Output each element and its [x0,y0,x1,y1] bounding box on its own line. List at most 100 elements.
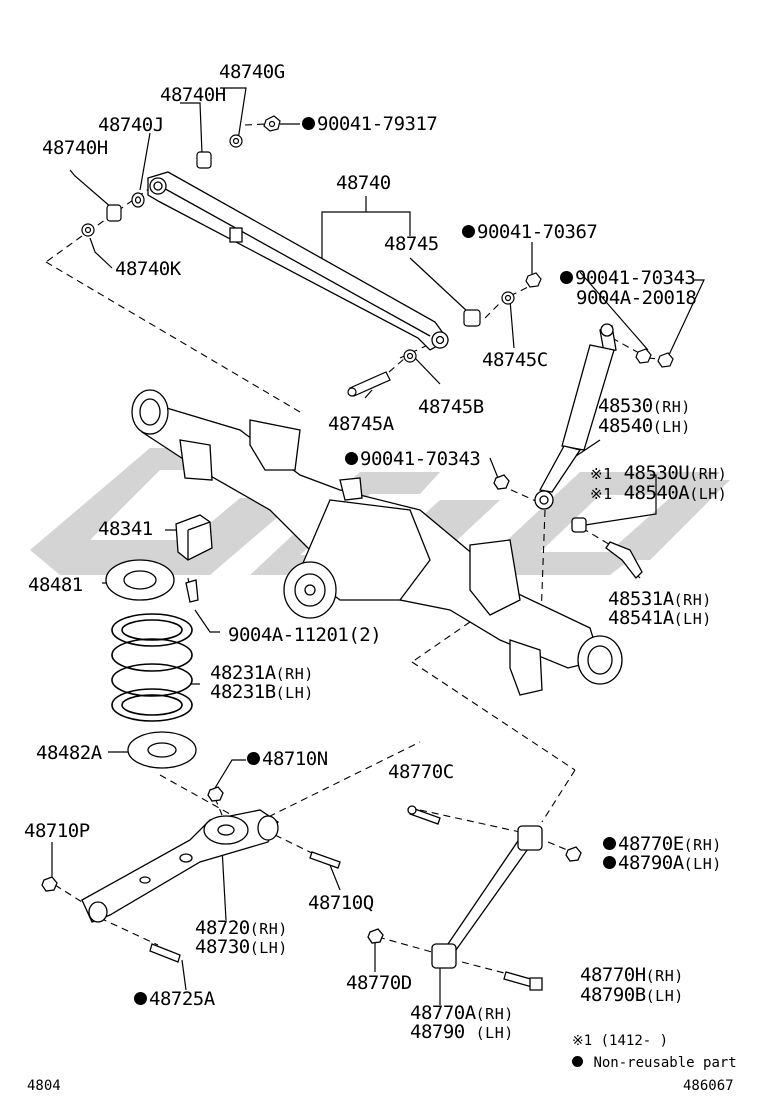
part-label-48740K[interactable]: 48740K [115,258,181,280]
nonreusable-legend: Non-reusable part [572,1055,737,1071]
part-label-48231B[interactable]: 48231B(LH) [210,682,314,703]
part-label-48540A[interactable]: ※1 48540A(LH) [590,483,727,504]
nonreusable-icon [603,837,616,850]
side-suffix: (LH) [249,939,288,957]
part-label-48770C[interactable]: 48770C [388,761,454,783]
part-label-48720[interactable]: 48720(RH) [195,918,288,939]
rear-axle-housing [131,389,623,696]
spring-insulator-upper-48481 [105,559,175,601]
part-number: 90041-70343 [360,448,481,470]
part-number: 48231A [210,662,276,684]
part-number: 48710N [262,748,328,770]
bump-stopper-48341 [175,514,213,603]
nonreusable-icon [572,1056,583,1067]
spring-insulator-lower-48482A [127,731,197,769]
nonreusable-icon [134,992,147,1005]
part-number: 48730 [195,936,250,958]
lower-control-arm-48720 [41,786,341,963]
note-mark-icon: ※1 [590,485,613,503]
nonreusable-icon [560,271,573,284]
lateral-rod-48740 [147,171,449,351]
bushings-top [81,115,674,397]
part-label-48730[interactable]: 48730(LH) [195,937,288,958]
part-number: 48770A [410,1002,476,1024]
part-label-48341[interactable]: 48341 [98,518,153,540]
reference-code: 486067 [683,1078,734,1094]
part-label-48770H[interactable]: 48770H(RH) [580,965,684,986]
side-suffix: (LH) [683,855,722,873]
part-number: 48770E [618,833,684,855]
part-number: 48770H [580,964,646,986]
control-rod-48770A [367,805,582,991]
part-number: 48540A [623,482,690,504]
part-label-48745C[interactable]: 48745C [482,349,548,371]
side-suffix: (LH) [275,684,314,702]
part-label-48740[interactable]: 48740 [336,172,391,194]
part-label-48770E[interactable]: 48770E(RH) [603,834,722,855]
part-label-48481[interactable]: 48481 [28,574,83,596]
part-label-90041-70343-a[interactable]: 90041-70343 [560,267,696,289]
side-suffix: (RH) [645,967,684,985]
side-suffix: (LH) [645,987,684,1005]
part-label-9004A-20018[interactable]: 9004A-20018 [576,287,697,309]
side-suffix: (RH) [689,465,728,483]
nonreusable-icon [603,856,616,869]
note-text: (1412- ) [600,1033,669,1049]
part-label-48770D[interactable]: 48770D [346,972,412,994]
part-number: 48540 [598,415,653,437]
note-mark-icon: ※1 [572,1033,593,1049]
part-label-48790[interactable]: 48790 (LH) [410,1022,514,1043]
part-label-48740H-top[interactable]: 48740H [160,84,226,106]
part-label-48740H-left[interactable]: 48740H [42,137,108,159]
solid-leaders [51,87,705,1005]
part-number: 48790 [410,1021,465,1043]
part-label-90041-70343-b[interactable]: 90041-70343 [345,448,481,470]
part-label-48530U[interactable]: ※1 48530U(RH) [590,463,727,484]
part-label-48530[interactable]: 48530(RH) [598,396,691,417]
part-label-48790B[interactable]: 48790B(LH) [580,985,684,1006]
side-suffix: (RH) [475,1005,514,1023]
part-label-48710Q[interactable]: 48710Q [308,892,374,914]
side-suffix: (LH) [673,610,712,628]
part-number: 48725A [149,988,215,1010]
part-number: 48790B [580,984,646,1006]
part-label-48482A[interactable]: 48482A [36,742,102,764]
part-label-48745A[interactable]: 48745A [328,413,394,435]
part-number: 90041-70343 [575,267,696,289]
part-label-48740G[interactable]: 48740G [219,61,285,83]
part-number: 90041-70367 [477,221,598,243]
part-label-48231A[interactable]: 48231A(RH) [210,663,314,684]
part-label-48531A[interactable]: 48531A(RH) [608,589,712,610]
nonreusable-icon [462,225,475,238]
part-label-48770A[interactable]: 48770A(RH) [410,1003,514,1024]
diagram-id: 4804 [27,1078,61,1094]
note-mark-icon: ※1 [590,465,613,483]
part-label-48745[interactable]: 48745 [384,233,439,255]
part-label-9004A-11201[interactable]: 9004A-11201(2) [228,624,382,646]
part-number: 48790A [618,852,684,874]
part-number: 48541A [608,607,674,629]
side-suffix: (RH) [249,920,288,938]
part-number: 48531A [608,588,674,610]
part-label-90041-70367[interactable]: 90041-70367 [462,221,598,243]
note-1-legend: ※1 (1412- ) [572,1033,668,1049]
nonreusable-icon [345,452,358,465]
coil-spring-48231 [111,613,193,722]
part-label-48740J[interactable]: 48740J [98,114,164,136]
side-suffix: (RH) [683,836,722,854]
part-label-48710P[interactable]: 48710P [24,820,90,842]
part-number: 48231B [210,681,276,703]
part-number: 48530U [623,462,690,484]
side-suffix: (LH) [652,418,691,436]
side-suffix: (RH) [673,591,712,609]
part-label-48540[interactable]: 48540(LH) [598,416,691,437]
part-label-48710N[interactable]: 48710N [247,749,328,769]
part-label-90041-79317[interactable]: 90041-79317 [302,113,438,135]
part-number: 48720 [195,917,250,939]
part-label-48725A[interactable]: 48725A [134,989,215,1009]
part-label-48745B[interactable]: 48745B [418,396,484,418]
part-label-48541A[interactable]: 48541A(LH) [608,608,712,629]
part-number: 90041-79317 [317,113,438,135]
part-label-48790A[interactable]: 48790A(LH) [603,853,722,874]
